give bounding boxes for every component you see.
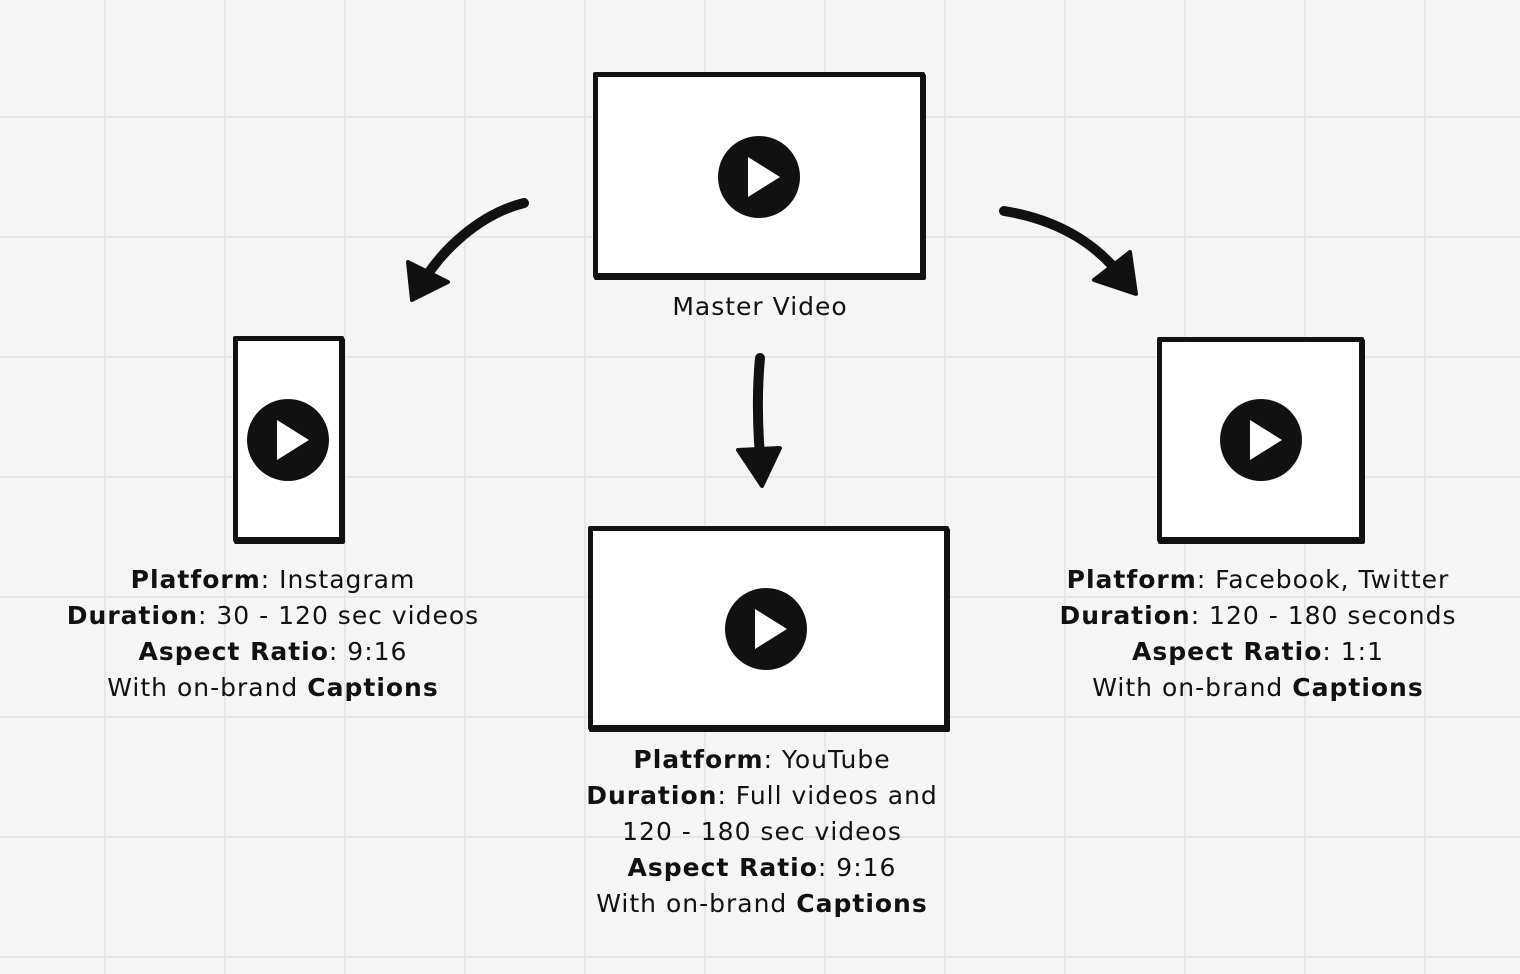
instagram-ratio: Aspect Ratio: 9:16 xyxy=(138,637,408,666)
instagram-video-frame xyxy=(233,336,344,542)
master-video-label: Master Video xyxy=(672,292,848,321)
youtube-video-frame xyxy=(588,526,949,730)
facebook-platform: Platform: Facebook, Twitter xyxy=(1066,565,1450,594)
master-video-frame xyxy=(593,72,925,278)
instagram-details: Platform: Instagram Duration: 30 - 120 s… xyxy=(40,562,506,706)
play-icon[interactable] xyxy=(1220,399,1302,481)
facebook-details: Platform: Facebook, Twitter Duration: 12… xyxy=(1040,562,1476,706)
facebook-duration: Duration: 120 - 180 seconds xyxy=(1059,601,1457,630)
play-icon[interactable] xyxy=(718,136,800,218)
facebook-captions: With on-brand Captions xyxy=(1092,673,1424,702)
instagram-duration: Duration: 30 - 120 sec videos xyxy=(66,601,480,630)
arrowhead-facebook xyxy=(1092,250,1138,296)
youtube-platform: Platform: YouTube xyxy=(633,745,891,774)
youtube-captions: With on-brand Captions xyxy=(596,889,928,918)
instagram-platform: Platform: Instagram xyxy=(130,565,416,594)
arrowhead-youtube xyxy=(736,446,782,488)
arrowhead-instagram xyxy=(406,260,450,302)
youtube-details: Platform: YouTube Duration: Full videos … xyxy=(560,742,964,922)
play-icon[interactable] xyxy=(725,588,807,670)
facebook-ratio: Aspect Ratio: 1:1 xyxy=(1132,637,1384,666)
youtube-ratio: Aspect Ratio: 9:16 xyxy=(627,853,897,882)
instagram-captions: With on-brand Captions xyxy=(107,673,439,702)
facebook-video-frame xyxy=(1157,337,1364,542)
play-icon[interactable] xyxy=(247,399,329,481)
youtube-duration: Duration: Full videos and xyxy=(586,781,938,810)
youtube-duration-line2: 120 - 180 sec videos xyxy=(622,817,902,846)
